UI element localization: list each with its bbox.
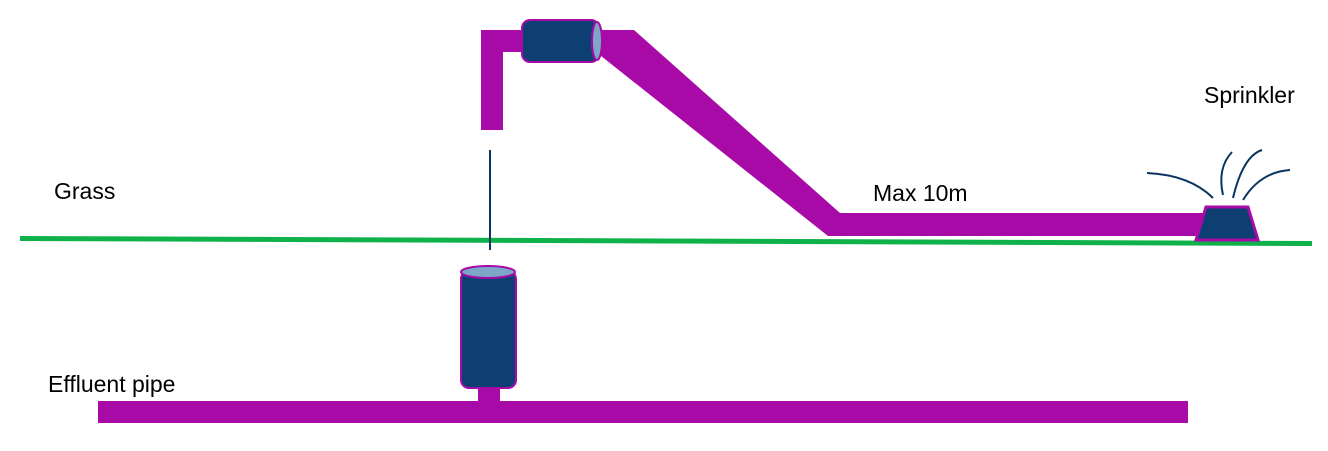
delivery-pipe (596, 30, 1230, 236)
grass-label: Grass (54, 178, 116, 204)
upper-pipe-horizontal (481, 30, 533, 52)
upper-pipe-vertical (481, 30, 503, 130)
canister-connector (478, 385, 500, 403)
max-length-label: Max 10m (873, 180, 968, 206)
grass-line (20, 236, 1312, 246)
sprinkler-label: Sprinkler (1204, 82, 1295, 108)
spray-icon (1146, 149, 1291, 201)
vertical-filter-canister-icon (460, 265, 517, 389)
sprinkler-head-icon (1193, 205, 1261, 242)
effluent-pipe-label: Effluent pipe (48, 371, 176, 397)
effluent-pipe (98, 401, 1188, 423)
horizontal-filter-canister-icon (521, 19, 603, 63)
